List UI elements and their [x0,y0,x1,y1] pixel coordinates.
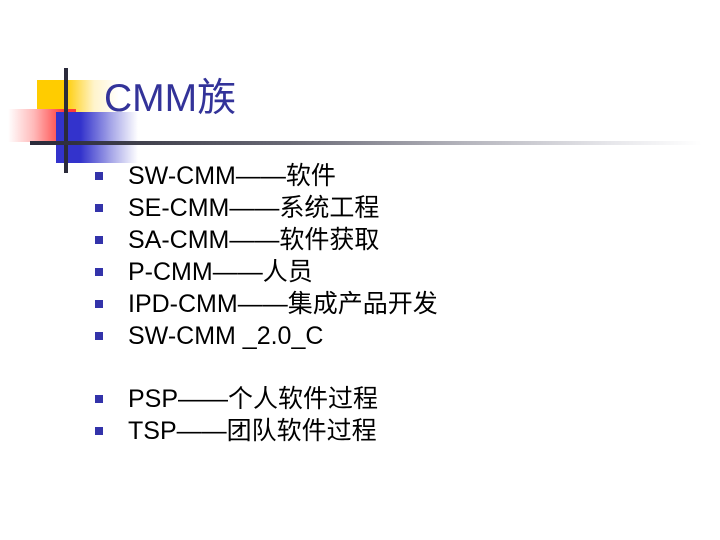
square-bullet-icon [95,172,103,180]
square-bullet-icon [95,236,103,244]
list-item-label: TSP——团队软件过程 [128,417,377,445]
list-item: P-CMM——人员 [95,256,695,288]
square-bullet-icon [95,268,103,276]
list-item: SW-CMM _2.0_C [95,320,695,352]
list-item-label: PSP——个人软件过程 [128,385,379,413]
list-item-label: SA-CMM——软件获取 [128,226,380,254]
list-item: SA-CMM——软件获取 [95,224,695,256]
square-bullet-icon [95,204,103,212]
list-item: SW-CMM——软件 [95,160,695,192]
square-bullet-icon [95,300,103,308]
square-bullet-icon [95,395,103,403]
slide-title: CMM族 [104,77,237,120]
list-item: TSP——团队软件过程 [95,415,695,447]
list-item-label: SW-CMM _2.0_C [128,322,324,350]
square-bullet-icon [95,427,103,435]
logo-vertical-line [64,68,68,173]
list-item-label: SE-CMM——系统工程 [128,194,380,222]
list-item-label: SW-CMM——软件 [128,162,336,190]
bullet-list: SW-CMM——软件 SE-CMM——系统工程 SA-CMM——软件获取 P-C… [95,160,695,447]
square-bullet-icon [95,332,103,340]
list-item: SE-CMM——系统工程 [95,192,695,224]
list-item-label: IPD-CMM——集成产品开发 [128,290,438,318]
list-item: IPD-CMM——集成产品开发 [95,288,695,320]
list-item: PSP——个人软件过程 [95,383,695,415]
logo-red-square [8,109,76,142]
list-item-label: P-CMM——人员 [128,258,313,286]
title-separator-rule [37,141,702,145]
